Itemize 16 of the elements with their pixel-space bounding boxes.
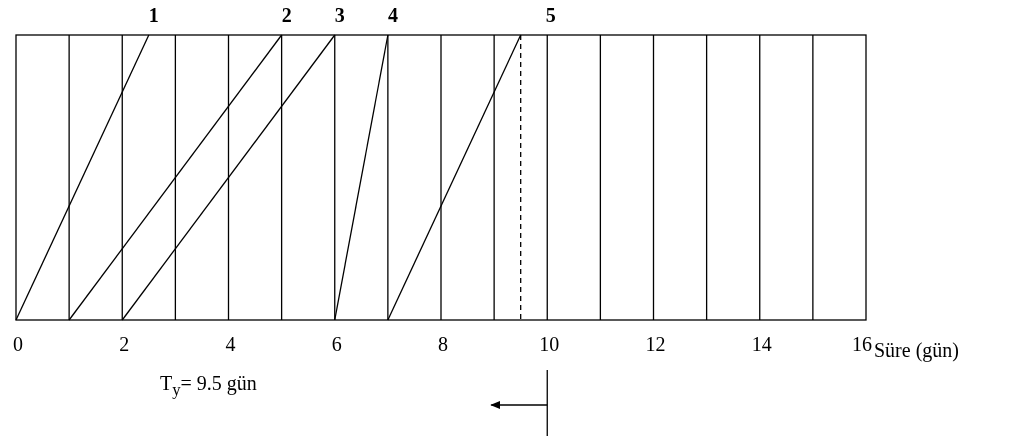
duration-annotation: T$_{y}$= 9.5 gün [160,372,257,401]
axis-tick-label: 14 [751,333,772,355]
activity-number: 3 [334,4,345,26]
axis-tick-label: 6 [331,333,342,355]
activity-number: 5 [545,4,556,26]
axis-title: Süre (gün) [874,339,959,361]
axis-tick-label: 2 [119,333,130,355]
axis-tick-label: 4 [225,333,236,355]
axis-tick-label: 16 [852,333,872,355]
axis-tick-label: 8 [438,333,448,355]
activity-number: 4 [387,4,398,26]
activity-number: 1 [148,4,159,26]
axis-tick-label: 0 [13,333,23,355]
axis-tick-label: 12 [645,333,666,355]
activity-number: 2 [281,4,292,26]
axis-tick-label: 10 [539,333,560,355]
